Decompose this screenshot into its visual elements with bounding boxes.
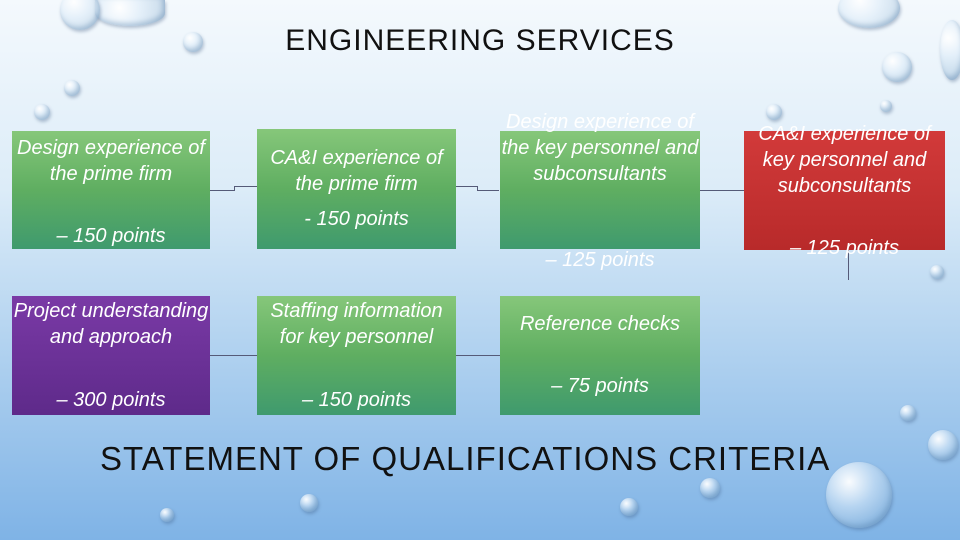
water-drop-decoration [766, 104, 782, 120]
criterion-points: - 150 points [304, 208, 409, 230]
criterion-box-reference-checks: Reference checks – 75 points [500, 296, 700, 415]
water-drop-decoration [882, 52, 912, 82]
criterion-label: Reference checks [519, 313, 681, 335]
water-drop-decoration [160, 508, 174, 522]
criterion-box-project-understanding: Project understanding and approach – 300… [12, 296, 210, 415]
connector-line [456, 355, 500, 356]
water-drop-decoration [900, 405, 916, 421]
criterion-box-cai-prime: CA&I experience of the prime firm - 150 … [257, 129, 456, 249]
criterion-box-design-personnel: Design experience of the key personnel a… [500, 111, 700, 271]
criterion-points: – 150 points [56, 225, 166, 247]
criterion-label: CA&I experience of the prime firm [270, 147, 443, 195]
criterion-label: Design experience of the key personnel a… [501, 111, 699, 185]
water-drop-decoration [95, 0, 165, 26]
connector-line [477, 190, 499, 191]
water-drop-decoration [64, 80, 80, 96]
criterion-points: – 75 points [551, 375, 649, 397]
page-title: ENGINEERING SERVICES [285, 24, 675, 57]
criterion-label: Staffing information for key personnel [270, 300, 443, 348]
connector-line [700, 190, 744, 191]
water-drop-decoration [34, 104, 50, 120]
criterion-box-design-prime: Design experience of the prime firm – 15… [12, 131, 210, 249]
connector-line [234, 186, 257, 187]
criterion-points: – 125 points [545, 249, 655, 271]
connector-line [210, 355, 257, 356]
criterion-points: – 125 points [790, 237, 899, 259]
connector-line [456, 186, 478, 187]
criterion-box-staffing: Staffing information for key personnel –… [257, 296, 456, 415]
water-drop-decoration [880, 100, 892, 112]
criterion-label: CA&I experience of key personnel and sub… [758, 123, 931, 197]
water-drop-decoration [300, 494, 318, 512]
criterion-box-cai-personnel: CA&I experience of key personnel and sub… [744, 123, 945, 259]
connector-line [234, 186, 235, 191]
page-subtitle: STATEMENT OF QUALIFICATIONS CRITERIA [100, 440, 831, 477]
connector-line [848, 250, 849, 280]
criterion-points: – 150 points [302, 389, 411, 411]
criterion-label: Design experience of the prime firm [17, 137, 205, 185]
criterion-label: Project understanding and approach [13, 300, 209, 348]
water-drop-decoration [620, 498, 638, 516]
connector-line [210, 190, 235, 191]
water-drop-decoration [928, 430, 958, 460]
water-drop-decoration [940, 20, 960, 80]
water-drop-decoration [930, 265, 944, 279]
water-drop-decoration [183, 32, 203, 52]
water-drop-decoration [826, 462, 892, 528]
connector-line [477, 186, 478, 191]
water-drop-decoration [700, 478, 720, 498]
criterion-points: – 300 points [56, 389, 166, 411]
